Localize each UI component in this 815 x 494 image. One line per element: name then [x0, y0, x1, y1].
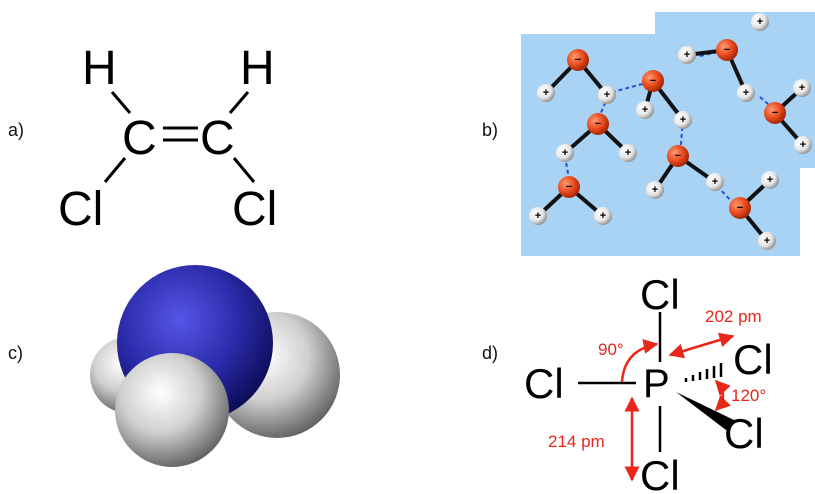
svg-text:−: −	[772, 107, 778, 119]
svg-text:+: +	[764, 235, 770, 247]
atom-cl-top: Cl	[640, 271, 680, 318]
atom-h-left: H	[82, 42, 117, 95]
svg-text:+: +	[800, 139, 806, 151]
panel-label-b: b)	[482, 120, 499, 140]
bond-h-c-left	[110, 91, 132, 114]
atom-cl-right: Cl	[733, 336, 773, 383]
hashed-bond-p-cl-right	[684, 363, 723, 382]
angle-arc-120	[714, 379, 731, 412]
svg-text:+: +	[562, 147, 568, 159]
atom-cl-lower-right: Cl	[724, 410, 764, 457]
ammonia-space-filling-model	[90, 265, 340, 467]
svg-text:−: −	[737, 202, 743, 214]
pcl5-structure: P Cl Cl Cl Cl Cl 90° 202 pm 120° 214 pm	[524, 271, 773, 494]
angle-label-120: 120°	[731, 386, 766, 405]
svg-text:+: +	[799, 82, 805, 94]
panel-label-c: c)	[8, 343, 23, 363]
atom-cl-left: Cl	[524, 360, 564, 407]
panel-label-a: a)	[8, 120, 25, 140]
svg-text:+: +	[743, 87, 749, 99]
angle-arc-90	[620, 339, 659, 383]
svg-text:+: +	[684, 49, 690, 61]
svg-text:+: +	[652, 184, 658, 196]
svg-text:+: +	[680, 114, 686, 126]
svg-text:+: +	[604, 89, 610, 101]
bond-c-cl-right	[232, 157, 256, 183]
atom-h-right: H	[240, 42, 275, 95]
atom-c-right: C	[200, 112, 235, 165]
bond-c-cl-left	[103, 157, 127, 183]
svg-text:−: −	[650, 75, 656, 87]
svg-text:+: +	[767, 174, 773, 186]
angle-label-90: 90°	[598, 340, 624, 359]
water-panel-background	[521, 12, 815, 256]
atom-cl-left: Cl	[58, 183, 103, 236]
water-hydrogen-bond-network: − − − − − − − − + + + + + + + + + + + + …	[521, 12, 815, 256]
svg-text:+: +	[535, 210, 541, 222]
svg-text:−: −	[595, 118, 601, 130]
panel-label-d: d)	[482, 343, 499, 363]
svg-text:+: +	[625, 147, 631, 159]
wedge-bond-p-cl-lower-right	[676, 392, 734, 430]
svg-text:−: −	[566, 181, 572, 193]
svg-text:−: −	[724, 44, 730, 56]
atom-cl-right: Cl	[232, 183, 277, 236]
svg-text:−: −	[575, 54, 581, 66]
atom-cl-bottom: Cl	[640, 452, 680, 494]
dichloroethene-structure: H H C C Cl Cl	[58, 42, 277, 236]
oxygen-atoms: − − − − − − − −	[558, 39, 786, 219]
bond-length-label-202: 202 pm	[705, 307, 762, 326]
svg-text:+: +	[600, 210, 606, 222]
hydrogen-sphere-front	[115, 353, 229, 467]
hydrogen-atoms: + + + + + + + + + + + + + + + + +	[529, 13, 812, 250]
bond-length-arrow-202	[668, 332, 735, 359]
svg-text:+: +	[543, 87, 549, 99]
svg-text:+: +	[642, 104, 648, 116]
atom-c-left: C	[122, 112, 157, 165]
bond-h-c-right	[228, 91, 250, 114]
svg-text:−: −	[675, 150, 681, 162]
svg-text:+: +	[757, 16, 763, 28]
svg-text:+: +	[712, 176, 718, 188]
bond-length-label-214: 214 pm	[548, 432, 605, 451]
atom-p: P	[643, 362, 670, 406]
